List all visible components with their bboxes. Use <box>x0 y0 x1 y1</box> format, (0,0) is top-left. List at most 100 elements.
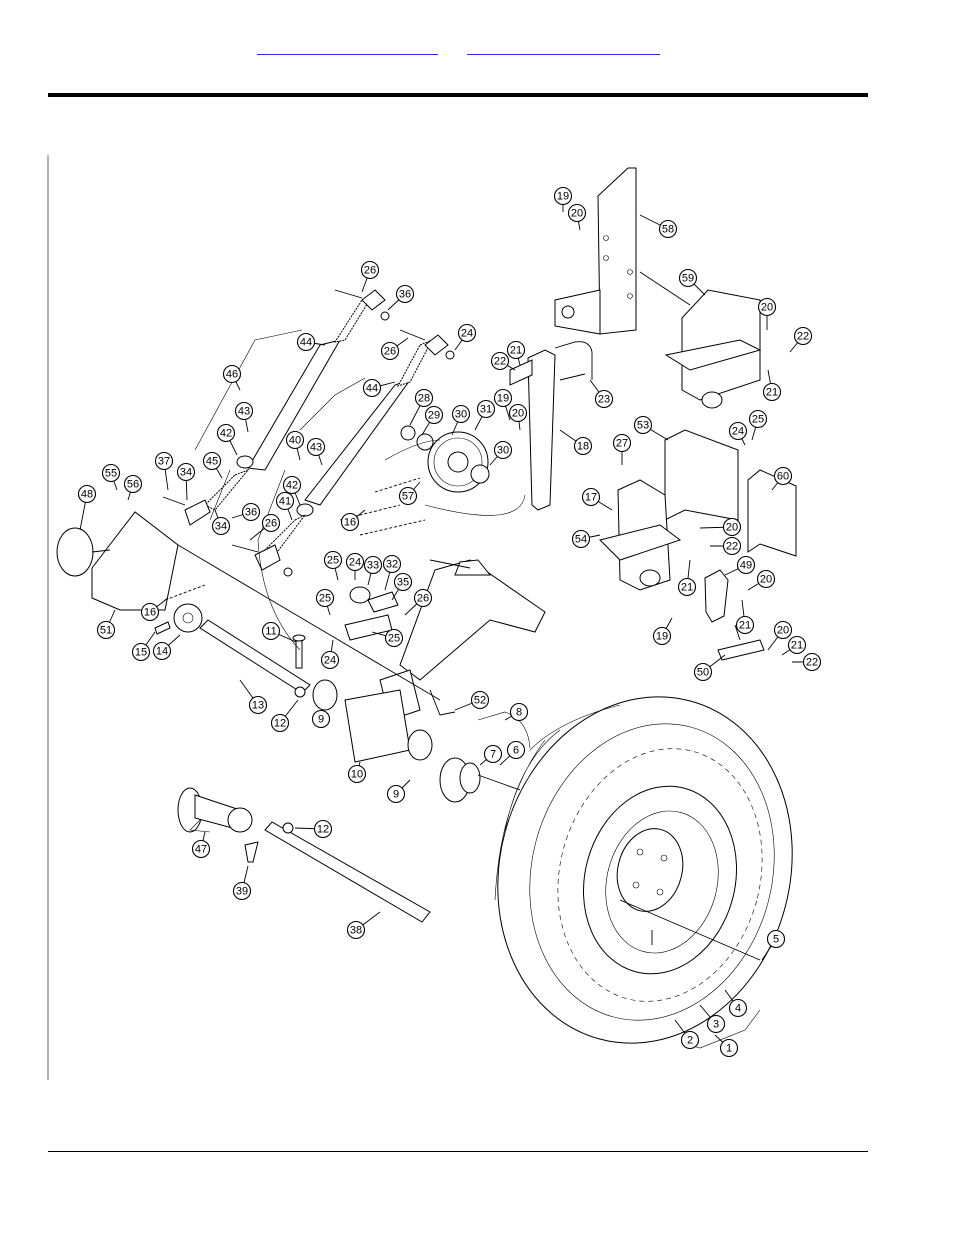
callout-number: 38 <box>350 925 362 937</box>
bearing-30 <box>470 464 490 484</box>
callout-26: 26 <box>380 341 400 361</box>
callout-number: 26 <box>364 265 376 277</box>
callout-number: 45 <box>206 456 218 468</box>
callout-49: 49 <box>736 555 756 575</box>
callout-12: 12 <box>270 713 290 733</box>
callout-59: 59 <box>678 268 698 288</box>
callout-47: 47 <box>191 839 211 859</box>
parts-line-art <box>56 167 797 1049</box>
callout-number: 25 <box>327 555 339 567</box>
callout-33: 33 <box>363 555 383 575</box>
callout-50: 50 <box>693 662 713 682</box>
callout-number: 51 <box>100 625 112 637</box>
bracket-49 <box>704 569 729 623</box>
callout-4: 4 <box>728 998 748 1018</box>
callout-1: 1 <box>719 1038 739 1058</box>
callout-number: 21 <box>766 387 778 399</box>
callout-number: 20 <box>777 625 789 637</box>
callout-22: 22 <box>793 326 813 346</box>
callout-number: 1 <box>726 1043 732 1055</box>
callout-26: 26 <box>360 260 380 280</box>
callout-54: 54 <box>571 529 591 549</box>
callout-25: 25 <box>323 550 343 570</box>
callout-16: 16 <box>140 602 160 622</box>
callout-43: 43 <box>234 401 254 421</box>
callout-31: 31 <box>476 399 496 419</box>
callout-number: 4 <box>735 1003 741 1015</box>
bushing-9a <box>312 679 338 711</box>
callout-number: 8 <box>516 707 522 719</box>
callout-3: 3 <box>706 1014 726 1034</box>
callout-number: 26 <box>384 346 396 358</box>
callout-17: 17 <box>581 487 601 507</box>
callout-25: 25 <box>315 588 335 608</box>
callout-number: 47 <box>195 844 207 856</box>
callout-number: 22 <box>494 356 506 368</box>
callout-21: 21 <box>762 382 782 402</box>
callout-number: 20 <box>761 302 773 314</box>
callout-29: 29 <box>424 405 444 425</box>
callout-7: 7 <box>483 744 503 764</box>
callout-35: 35 <box>393 572 413 592</box>
callout-number: 57 <box>402 491 414 503</box>
callout-number: 5 <box>773 934 779 946</box>
callout-number: 32 <box>386 559 398 571</box>
callout-28: 28 <box>414 388 434 408</box>
spring-assembly-46a <box>184 289 386 526</box>
bracket-53 <box>664 429 739 521</box>
header-link-2[interactable] <box>467 40 660 55</box>
callout-20: 20 <box>722 517 742 537</box>
callout-number: 25 <box>319 593 331 605</box>
callout-22: 22 <box>802 652 822 672</box>
callout-number: 58 <box>662 224 674 236</box>
callout-18: 18 <box>573 436 593 456</box>
callout-number: 26 <box>265 518 277 530</box>
callout-number: 48 <box>81 489 93 501</box>
callout-number: 42 <box>220 428 232 440</box>
callout-number: 21 <box>791 640 803 652</box>
callout-12: 12 <box>313 819 333 839</box>
callout-26: 26 <box>413 588 433 608</box>
callout-number: 36 <box>399 289 411 301</box>
callout-number: 20 <box>726 522 738 534</box>
callout-number: 9 <box>318 714 324 726</box>
callout-number: 27 <box>616 438 628 450</box>
callout-36: 36 <box>395 284 415 304</box>
callout-number: 34 <box>215 521 227 533</box>
callout-10: 10 <box>347 764 367 784</box>
callout-42: 42 <box>282 475 302 495</box>
callout-number: 7 <box>490 749 496 761</box>
callout-60: 60 <box>773 466 793 486</box>
plate-35 <box>344 614 393 641</box>
callout-number: 10 <box>351 769 363 781</box>
callout-number: 19 <box>656 631 668 643</box>
bracket-58-foot <box>554 289 601 335</box>
callout-14: 14 <box>152 641 172 661</box>
callout-number: 21 <box>510 345 522 357</box>
callout-number: 37 <box>158 456 170 468</box>
header-link-1[interactable] <box>257 40 438 55</box>
callout-number: 12 <box>274 718 286 730</box>
callout-8: 8 <box>509 702 529 722</box>
callout-number: 26 <box>417 593 429 605</box>
callout-number: 28 <box>418 393 430 405</box>
callout-24: 24 <box>728 421 748 441</box>
callout-44: 44 <box>296 332 316 352</box>
callout-number: 30 <box>455 409 467 421</box>
shaft-13 <box>199 619 311 694</box>
top-rule <box>48 93 868 97</box>
callout-21: 21 <box>677 577 697 597</box>
callout-25: 25 <box>748 409 768 429</box>
callout-34: 34 <box>211 516 231 536</box>
callout-36: 36 <box>241 502 261 522</box>
callout-21: 21 <box>787 635 807 655</box>
callout-19: 19 <box>553 186 573 206</box>
callout-number: 16 <box>144 607 156 619</box>
callout-number: 60 <box>777 471 789 483</box>
callout-number: 35 <box>397 577 409 589</box>
sprocket-14 <box>173 603 203 633</box>
callout-20: 20 <box>773 620 793 640</box>
callout-number: 19 <box>497 393 509 405</box>
callout-number: 16 <box>344 517 356 529</box>
callout-number: 44 <box>366 383 378 395</box>
